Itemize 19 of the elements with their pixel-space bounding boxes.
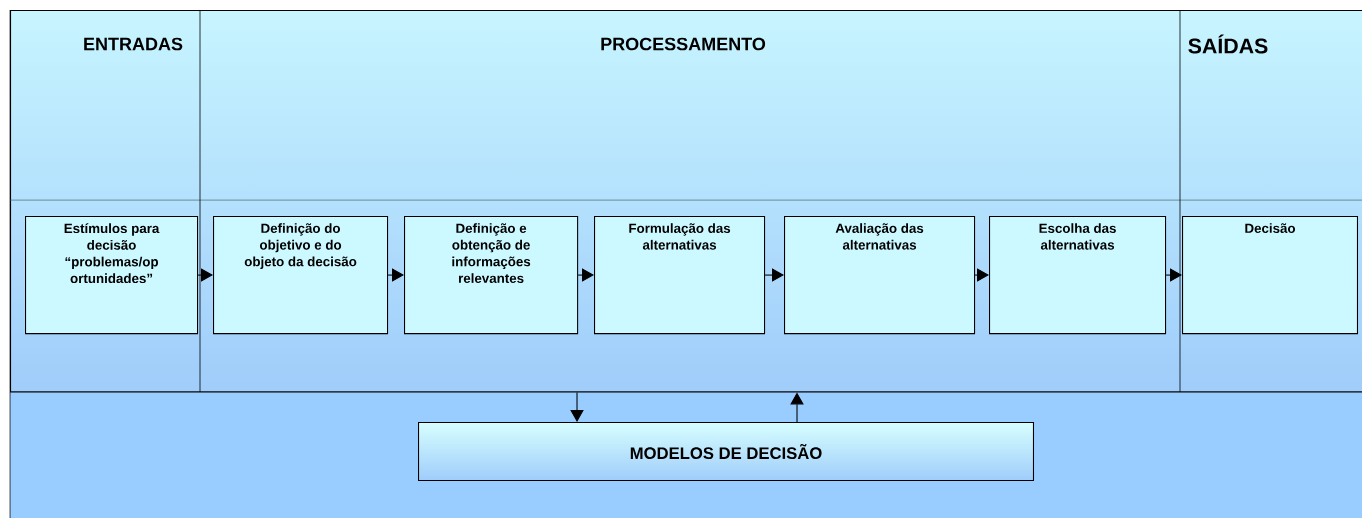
process-box: Escolha das alternativas [989, 216, 1167, 335]
process-box: Decisão [1182, 216, 1358, 335]
arrow [577, 268, 594, 282]
process-box: Avaliação das alternativas [784, 216, 976, 335]
process-box: Definição e obtenção de informações relevantes [404, 216, 579, 335]
column-heading: SAÍDAS [1188, 34, 1268, 54]
process-box: Formulação das alternativas [594, 216, 766, 335]
arrow [197, 268, 213, 282]
column-heading: ENTRADAS [84, 37, 183, 51]
arrow [790, 392, 804, 423]
arrow [1165, 268, 1182, 282]
process-box: Definição do objetivo e do objeto da decisão [213, 216, 389, 335]
arrow [974, 268, 989, 282]
arrow [764, 268, 784, 282]
column-heading: PROCESSAMENTO [601, 37, 766, 51]
model-box: MODELOS DE DECISÃO [418, 422, 1034, 482]
arrow [387, 268, 404, 282]
arrow [570, 391, 584, 422]
process-box: Estímulos para decisão “problemas/op ortunidades” [25, 216, 199, 335]
